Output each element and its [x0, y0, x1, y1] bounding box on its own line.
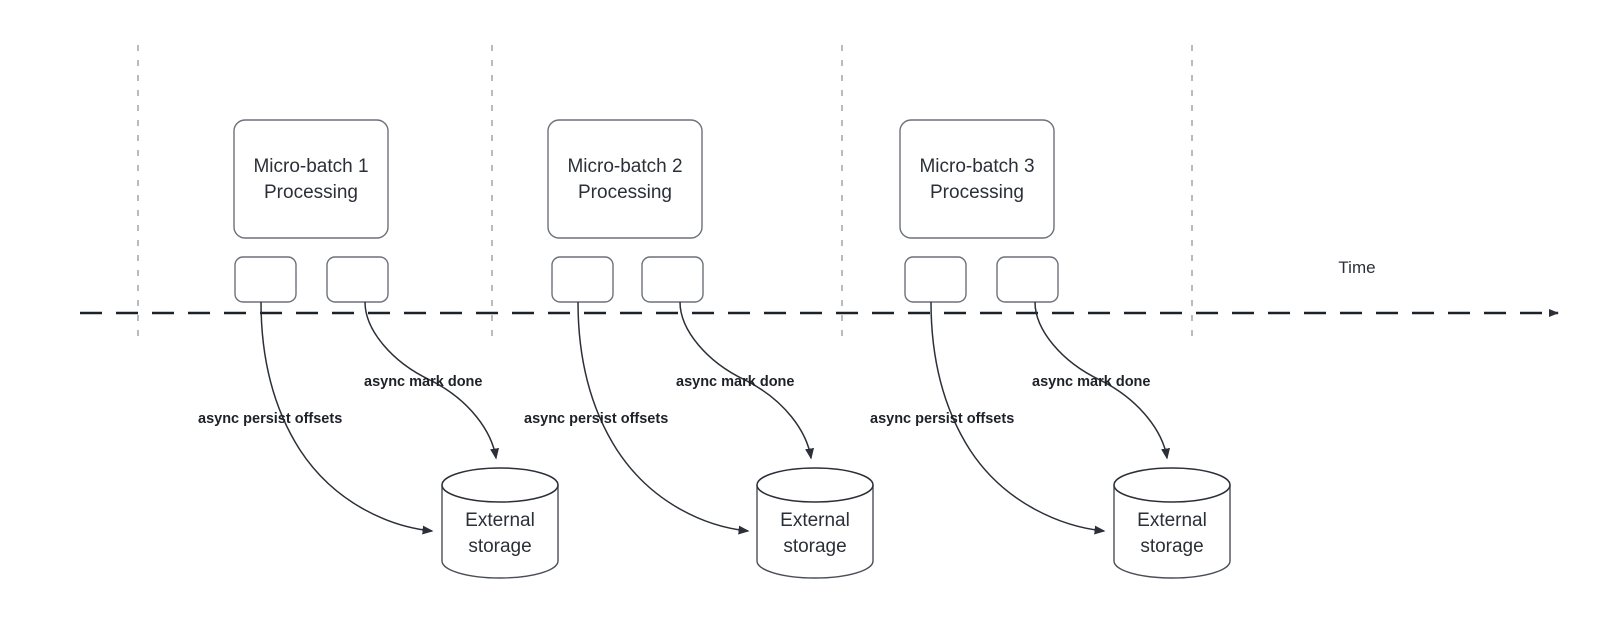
- time-axis-label: Time: [1338, 258, 1375, 277]
- storage-cylinder-body[interactable]: [441, 485, 559, 579]
- time-axis: Time: [80, 258, 1559, 317]
- async-persist-offsets-label: async persist offsets: [870, 411, 1014, 427]
- storage-label-line1: External: [1137, 510, 1207, 531]
- storage-cylinder-top: [756, 467, 874, 503]
- storage-cylinder-body[interactable]: [756, 485, 874, 579]
- storage-label-line1: External: [780, 510, 850, 531]
- async-persist-offsets-label: async persist offsets: [524, 411, 668, 427]
- async-mark-done-label: async mark done: [1032, 374, 1150, 390]
- time-boundary-lines: [137, 45, 1193, 343]
- storage-label-line2: storage: [783, 536, 846, 557]
- storage-cylinder-top: [1113, 467, 1231, 503]
- process-box-line2: Processing: [264, 182, 358, 203]
- async-mark-done-label: async mark done: [364, 374, 482, 390]
- async-persist-offsets-label: async persist offsets: [198, 411, 342, 427]
- storage-cylinder-top: [441, 467, 559, 503]
- process-box-line2: Processing: [578, 182, 672, 203]
- mark-done-event-box[interactable]: [996, 256, 1059, 303]
- async-persist-offsets-arrow: [260, 301, 434, 535]
- process-box-line2: Processing: [930, 182, 1024, 203]
- process-box-line1: Micro-batch 1: [253, 156, 368, 177]
- mark-done-event-box[interactable]: [641, 256, 704, 303]
- async-mark-done-arrow: [364, 301, 499, 460]
- mark-done-event-box[interactable]: [326, 256, 389, 303]
- storage-label-line2: storage: [1140, 536, 1203, 557]
- async-mark-done-arrow: [679, 301, 814, 460]
- process-box[interactable]: [547, 119, 703, 239]
- async-mark-done-arrow: [1034, 301, 1170, 460]
- storage-label-line1: External: [465, 510, 535, 531]
- storage-cylinder-body[interactable]: [1113, 485, 1231, 579]
- process-box-line1: Micro-batch 2: [567, 156, 682, 177]
- persist-offsets-event-box[interactable]: [234, 256, 297, 303]
- persist-offsets-event-box[interactable]: [551, 256, 614, 303]
- async-mark-done-label: async mark done: [676, 374, 794, 390]
- storage-label-line2: storage: [468, 536, 531, 557]
- async-persist-offsets-arrow: [577, 301, 750, 535]
- process-box-line1: Micro-batch 3: [919, 156, 1034, 177]
- process-box[interactable]: [899, 119, 1055, 239]
- async-persist-offsets-arrow: [930, 301, 1106, 535]
- persist-offsets-event-box[interactable]: [904, 256, 967, 303]
- process-box[interactable]: [233, 119, 389, 239]
